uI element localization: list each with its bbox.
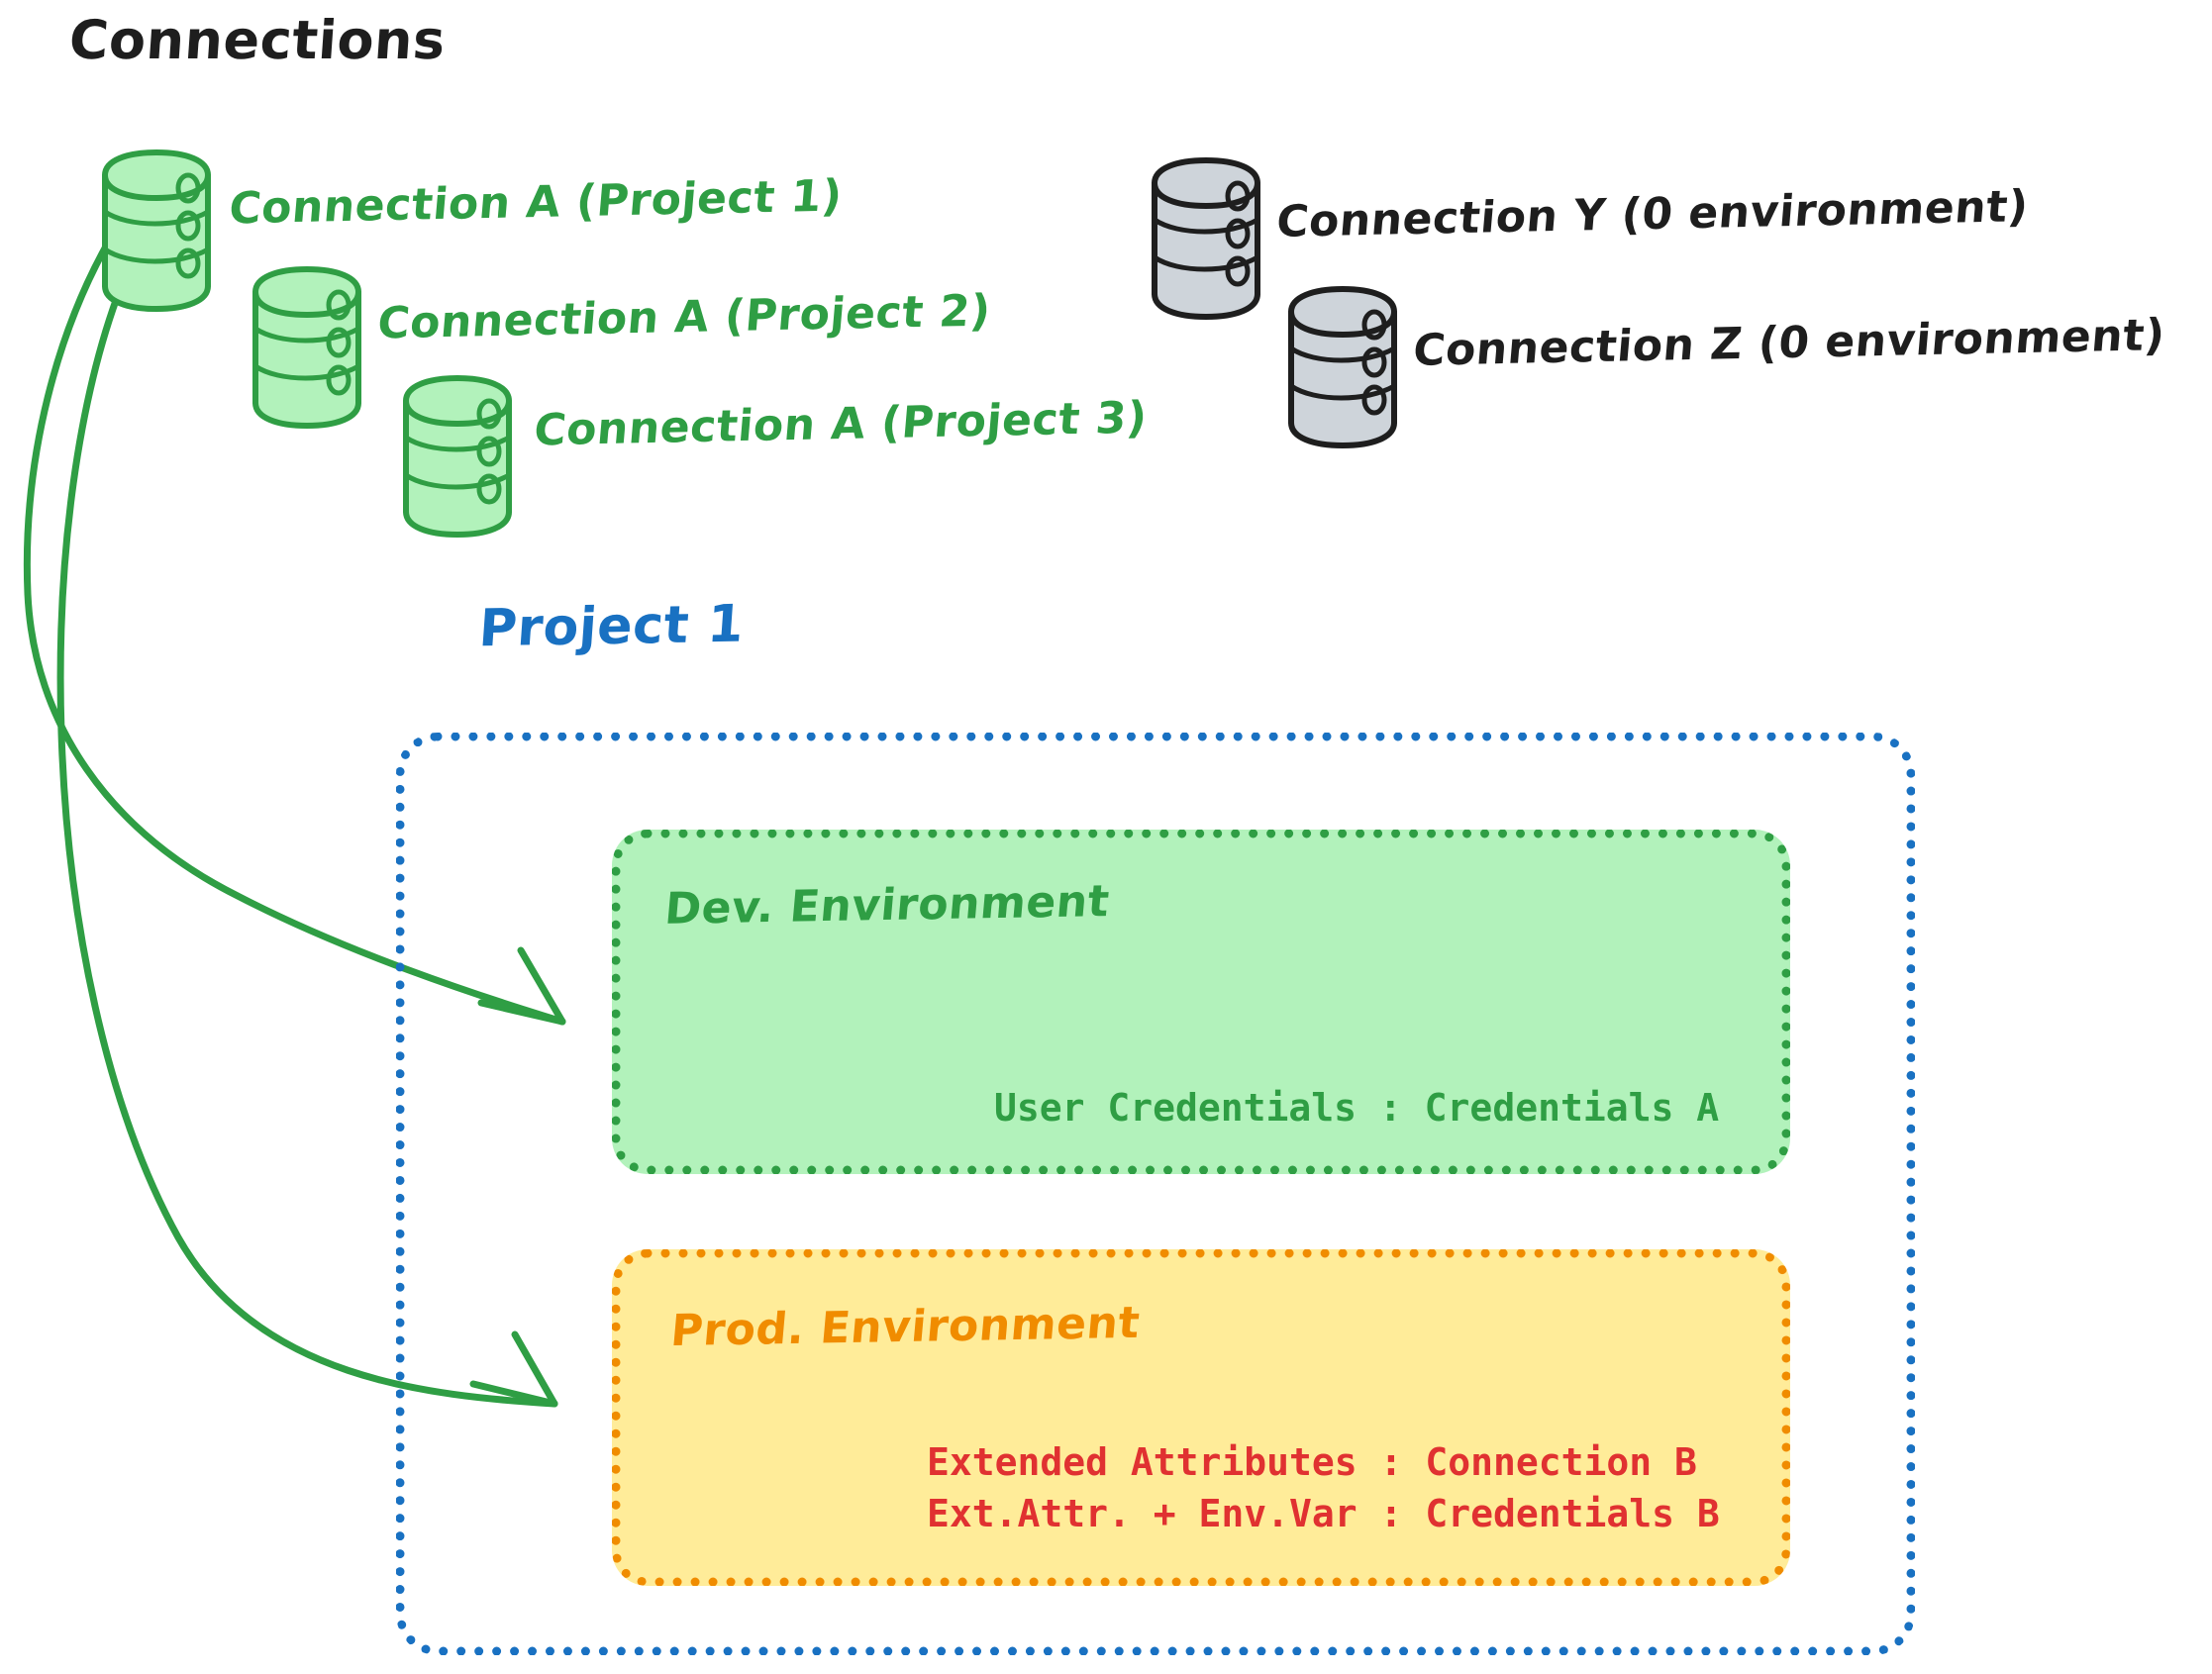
prod-environment-box bbox=[612, 1249, 1790, 1586]
database-icon bbox=[403, 375, 512, 538]
database-icon bbox=[1288, 286, 1397, 448]
database-icon bbox=[252, 266, 361, 429]
connection-label-z: Connection Z (0 environment) bbox=[1411, 310, 2167, 376]
project-container bbox=[396, 733, 1915, 1655]
database-icon bbox=[102, 149, 211, 312]
prod-environment-row: Extended Attributes : Connection B bbox=[927, 1440, 1697, 1484]
connection-label-a-project-3: Connection A (Project 3) bbox=[532, 392, 1150, 456]
connection-label-a-project-2: Connection A (Project 2) bbox=[375, 285, 993, 349]
dev-environment-row: User Credentials : Credentials A bbox=[994, 1086, 1720, 1130]
project-title: Project 1 bbox=[476, 594, 747, 659]
prod-environment-title: Prod. Environment bbox=[668, 1297, 1143, 1357]
prod-environment-row: Ext.Attr. + Env.Var : Credentials B bbox=[927, 1492, 1720, 1535]
database-icon bbox=[1152, 157, 1260, 320]
connection-label-y: Connection Y (0 environment) bbox=[1274, 181, 2031, 247]
dev-environment-title: Dev. Environment bbox=[662, 876, 1112, 935]
page-title: Connections bbox=[66, 9, 449, 71]
connection-label-a-project-1: Connection A (Project 1) bbox=[227, 170, 845, 235]
dev-environment-box bbox=[612, 830, 1790, 1174]
